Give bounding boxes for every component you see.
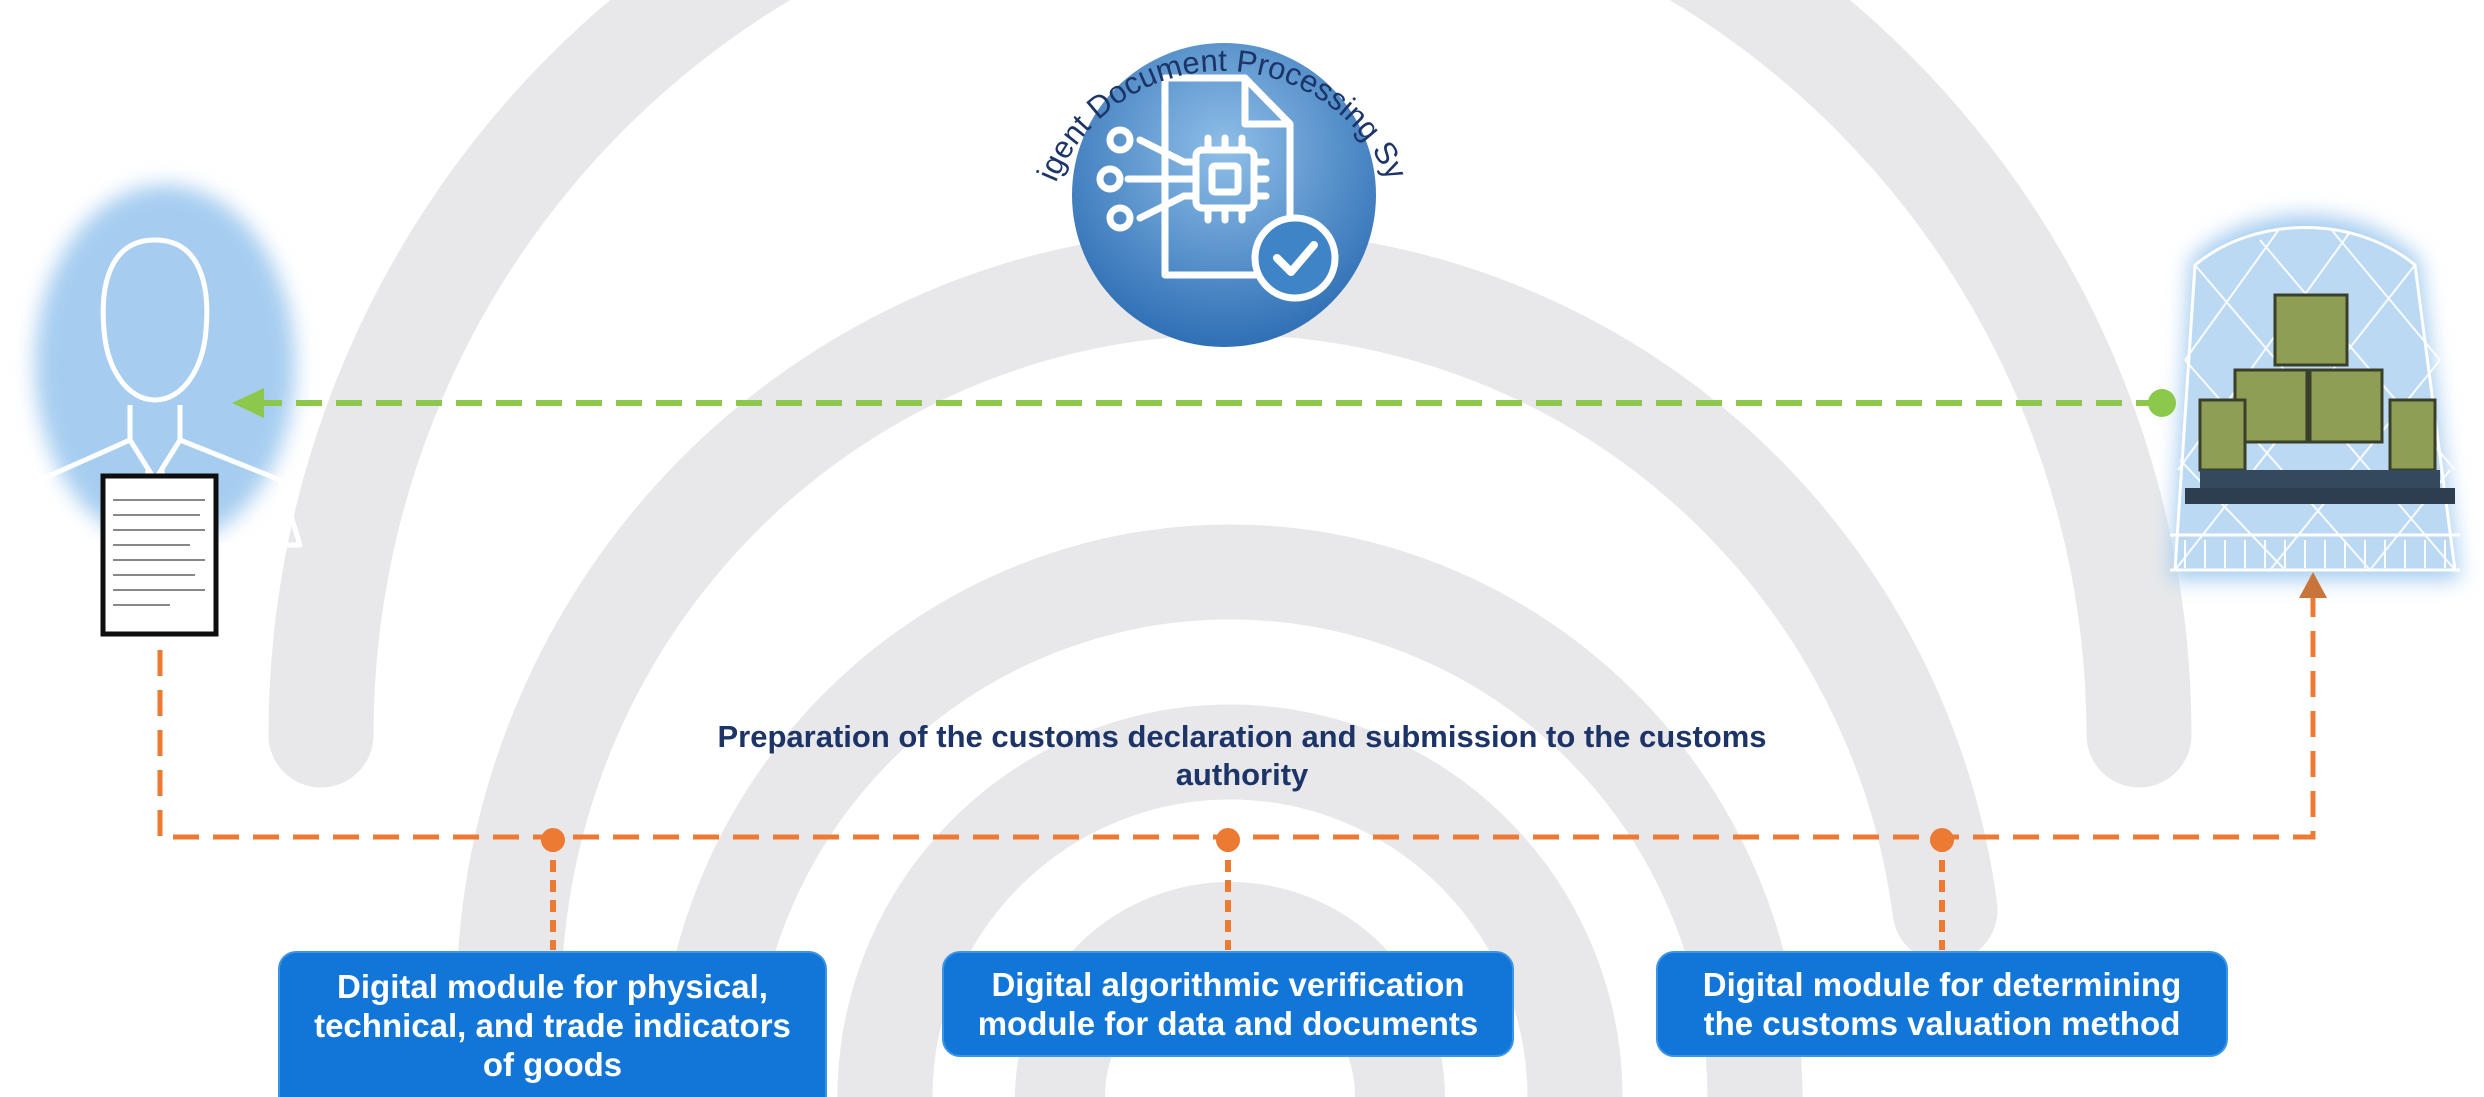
module-customs-valuation: Digital module for determining the custo… (1656, 951, 2228, 1057)
module-algorithmic-verification: Digital algorithmic verification module … (942, 951, 1514, 1057)
system-icon (1072, 43, 1376, 347)
cargo-boxes (2198, 293, 2437, 472)
module-label: Digital module for determining the custo… (1702, 966, 2182, 1042)
module-label: Digital algorithmic verification module … (977, 966, 1479, 1042)
module-label: Digital module for physical, technical, … (314, 967, 791, 1083)
module-physical-technical-trade: Digital module for physical, technical, … (278, 951, 827, 1097)
customs-building-icon (2170, 215, 2460, 580)
declarant-icon (17, 185, 303, 637)
return-flow-arrow (232, 388, 2176, 418)
clipboard-icon (100, 473, 219, 637)
submission-arrowhead (2299, 572, 2327, 598)
module-connectors (541, 828, 1954, 950)
check-icon (1251, 214, 1339, 302)
document-icon (1161, 74, 1294, 279)
process-title: Preparation of the customs declaration a… (717, 719, 1767, 792)
